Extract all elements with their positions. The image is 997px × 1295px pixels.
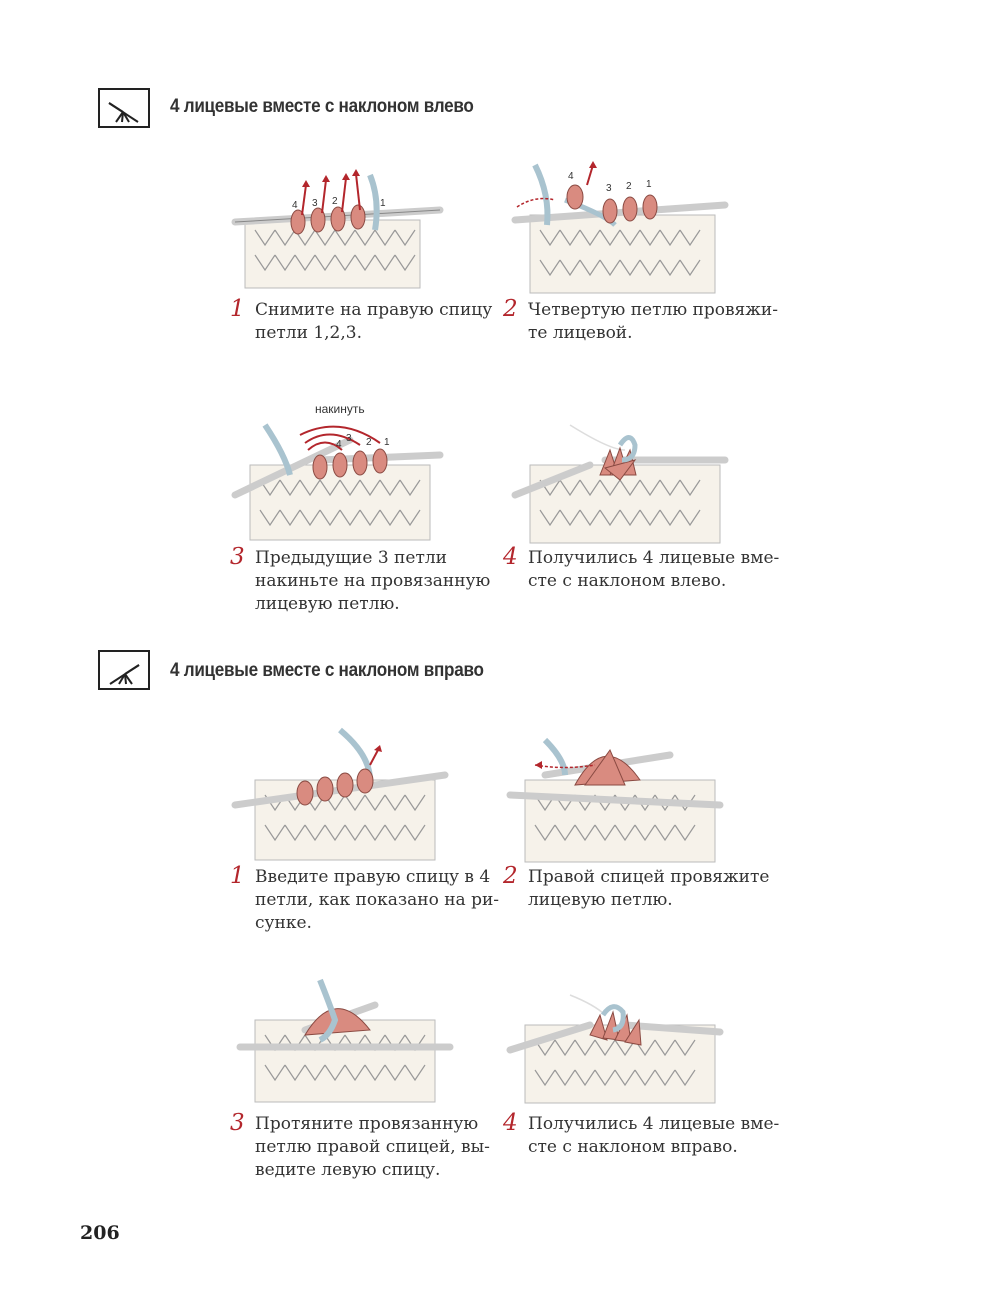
step-number: 4 xyxy=(503,1112,518,1135)
step-text-line: Четвертую петлю провяжи- xyxy=(528,299,778,322)
step-text-line: петлю правой спицей, вы- xyxy=(255,1136,490,1159)
loop-number: 4 xyxy=(336,439,342,450)
section-symbol-right-lean xyxy=(98,650,150,690)
step-text-line: петли 1,2,3. xyxy=(255,322,492,345)
page-number: 206 xyxy=(80,1222,120,1244)
loop-number: 3 xyxy=(606,183,612,194)
step-number: 2 xyxy=(503,298,518,321)
section-symbol-left-lean xyxy=(98,88,150,128)
step-text-line: петли, как показано на ри- xyxy=(255,889,499,912)
step-text-line: сунке. xyxy=(255,912,499,935)
step-text-line: лицевую петлю. xyxy=(528,889,769,912)
step-text-line: Введите правую спицу в 4 xyxy=(255,866,499,889)
step-text-line: накиньте на провязанную xyxy=(255,570,490,593)
section-title-left-lean: 4 лицевые вместе с наклоном влево xyxy=(170,96,474,118)
action-label: накинуть xyxy=(315,402,365,416)
loop-number: 1 xyxy=(646,179,652,190)
step-text-line: Получились 4 лицевые вме- xyxy=(528,547,779,570)
step-illustration-2-1 xyxy=(230,725,455,865)
step-illustration-2-3 xyxy=(235,975,455,1105)
step-text-line: лицевую петлю. xyxy=(255,593,490,616)
step-text-line: ведите левую спицу. xyxy=(255,1159,490,1182)
step-instruction: Получились 4 лицевые вме- сте с наклоном… xyxy=(528,547,779,593)
step-instruction: Введите правую спицу в 4 петли, как пока… xyxy=(255,866,499,935)
step-text-line: Получились 4 лицевые вме- xyxy=(528,1113,779,1136)
step-text-line: сте с наклоном влево. xyxy=(528,570,779,593)
step-number: 2 xyxy=(503,865,518,888)
loop-number: 2 xyxy=(366,437,372,448)
step-text-line: те лицевой. xyxy=(528,322,778,345)
loop-number: 1 xyxy=(384,437,390,448)
loop-number: 3 xyxy=(346,433,352,444)
step-instruction: Снимите на правую спицу петли 1,2,3. xyxy=(255,299,492,345)
step-text-line: Предыдущие 3 петли xyxy=(255,547,490,570)
step-instruction: Четвертую петлю провяжи- те лицевой. xyxy=(528,299,778,345)
step-illustration-2-2 xyxy=(505,720,730,865)
step-number: 1 xyxy=(230,865,245,888)
step-illustration-2-4 xyxy=(505,990,730,1105)
step-illustration-1-3: накинуть 4 3 2 1 xyxy=(230,395,450,545)
step-illustration-1-2: 4 3 2 1 xyxy=(505,155,735,295)
step-number: 3 xyxy=(230,546,245,569)
step-number: 1 xyxy=(230,298,245,321)
step-text-line: Правой спицей провяжите xyxy=(528,866,769,889)
step-illustration-1-4 xyxy=(510,420,735,545)
knit-4-together-left-lean-symbol-icon xyxy=(100,90,148,126)
step-number: 3 xyxy=(230,1112,245,1135)
loop-number: 4 xyxy=(292,200,298,211)
step-instruction: Правой спицей провяжите лицевую петлю. xyxy=(528,866,769,912)
loop-number: 3 xyxy=(312,198,318,209)
loop-number: 1 xyxy=(380,198,386,209)
step-number: 4 xyxy=(503,546,518,569)
step-instruction: Протяните провязанную петлю правой спице… xyxy=(255,1113,490,1182)
loop-number: 4 xyxy=(568,171,574,182)
loop-number: 2 xyxy=(626,181,632,192)
step-instruction: Получились 4 лицевые вме- сте с наклоном… xyxy=(528,1113,779,1159)
step-illustration-1-1: 4 3 2 1 xyxy=(230,160,450,290)
step-text-line: сте с наклоном вправо. xyxy=(528,1136,779,1159)
knit-4-together-right-lean-symbol-icon xyxy=(100,652,148,688)
step-text-line: Снимите на правую спицу xyxy=(255,299,492,322)
section-title-right-lean: 4 лицевые вместе с наклоном вправо xyxy=(170,660,484,682)
step-text-line: Протяните провязанную xyxy=(255,1113,490,1136)
step-instruction: Предыдущие 3 петли накиньте на провязанн… xyxy=(255,547,490,616)
loop-number: 2 xyxy=(332,196,338,207)
